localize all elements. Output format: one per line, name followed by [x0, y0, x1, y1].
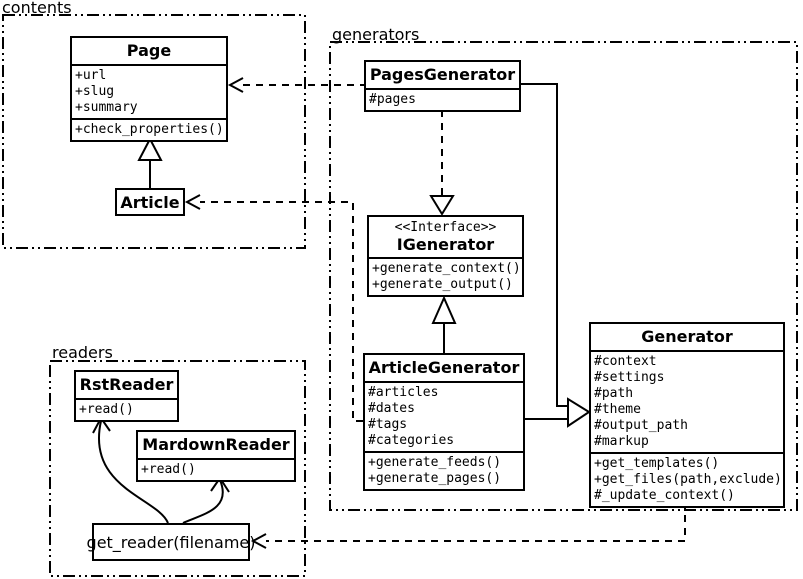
- articlegenerator-method: +generate_feeds(): [368, 455, 502, 470]
- class-articlegenerator-methods: +generate_feeds() +generate_pages(): [365, 453, 523, 489]
- class-igenerator-methods: +generate_context() +generate_output(): [369, 259, 522, 295]
- class-articlegenerator-attributes: #articles #dates #tags #categories: [365, 383, 523, 453]
- mardownreader-method: +read(): [141, 462, 196, 477]
- class-mardownreader-methods: +read(): [138, 460, 294, 480]
- generator-generalization-triangle-icon: [567, 397, 591, 428]
- generator-attr: #theme: [594, 402, 641, 417]
- generator-method: +get_files(path,exclude): [594, 472, 782, 487]
- page-attr: +slug: [75, 84, 115, 99]
- articlegenerator-attr: #tags: [368, 417, 408, 432]
- generator-attr: #markup: [594, 434, 649, 449]
- class-igenerator-header: <<Interface>> IGenerator: [369, 217, 522, 259]
- getreader-to-rstreader-line: [98, 420, 169, 524]
- class-igenerator: <<Interface>> IGenerator +generate_conte…: [367, 215, 524, 297]
- class-mardownreader: MardownReader +read(): [136, 430, 296, 482]
- class-pagesgenerator: PagesGenerator #pages: [364, 60, 521, 112]
- class-generator-attributes: #context #settings #path #theme #output_…: [591, 352, 783, 454]
- class-article-title: Article: [120, 193, 180, 212]
- class-generator-methods: +get_templates() +get_files(path,exclude…: [591, 454, 783, 506]
- articlegenerator-attr: #articles: [368, 385, 439, 400]
- articlegenerator-to-article-line: [200, 201, 363, 422]
- class-page-title: Page: [72, 38, 226, 66]
- page-attr: +url: [75, 68, 107, 83]
- generator-attr: #context: [594, 354, 657, 369]
- generator-to-getreader-arrowhead-icon: [250, 533, 267, 549]
- get-reader-box: get_reader(filename): [87, 523, 255, 561]
- class-mardownreader-title: MardownReader: [138, 432, 294, 460]
- class-pagesgenerator-title: PagesGenerator: [366, 62, 519, 90]
- generator-method: +get_templates(): [594, 456, 720, 471]
- class-igenerator-title: IGenerator: [396, 235, 495, 254]
- igenerator-method: +generate_context(): [372, 261, 521, 276]
- articlegenerator-to-article-arrowhead-icon: [184, 194, 201, 210]
- class-articlegenerator-title: ArticleGenerator: [365, 355, 523, 383]
- getreader-to-mardownreader-line: [182, 479, 224, 524]
- page-attr: +summary: [75, 100, 138, 115]
- pagesgenerator-attr: #pages: [369, 92, 416, 107]
- articlegenerator-attr: #categories: [368, 433, 455, 448]
- class-generator: Generator #context #settings #path #them…: [589, 322, 785, 508]
- pagesgenerator-to-generator-line: [521, 83, 569, 407]
- article-to-page-triangle-icon: [137, 136, 163, 161]
- pagesgenerator-to-page-arrowhead-icon: [227, 77, 244, 93]
- generators-package-border: [329, 41, 798, 511]
- generator-attr: #output_path: [594, 418, 688, 433]
- contents-package-border: [2, 14, 306, 249]
- generator-attr: #path: [594, 386, 634, 401]
- class-page-attributes: +url +slug +summary: [72, 66, 226, 120]
- class-page-methods: +check_properties(): [72, 120, 226, 140]
- articlegenerator-attr: #dates: [368, 401, 415, 416]
- readers-package-border: [49, 360, 306, 577]
- generator-attr: #settings: [594, 370, 665, 385]
- rstreader-method: +read(): [79, 402, 134, 417]
- class-rstreader-title: RstReader: [76, 372, 177, 400]
- generator-to-getreader-line: [266, 502, 686, 542]
- class-article: Article: [115, 188, 185, 216]
- contents-package-label: contents: [2, 0, 72, 17]
- class-pagesgenerator-attributes: #pages: [366, 90, 519, 110]
- pagesgenerator-to-igenerator-triangle-icon: [429, 195, 455, 216]
- readers-package-label: readers: [52, 343, 113, 362]
- class-generator-title: Generator: [591, 324, 783, 352]
- page-method: +check_properties(): [75, 122, 224, 137]
- articlegenerator-method: +generate_pages(): [368, 471, 502, 486]
- class-articlegenerator: ArticleGenerator #articles #dates #tags …: [363, 353, 525, 491]
- class-igenerator-stereotype: <<Interface>>: [394, 220, 497, 235]
- articlegenerator-to-igenerator-triangle-icon: [431, 295, 457, 324]
- generator-method: #_update_context(): [594, 488, 735, 503]
- class-rstreader: RstReader +read(): [74, 370, 179, 422]
- class-rstreader-methods: +read(): [76, 400, 177, 420]
- generators-package-label: generators: [332, 25, 420, 44]
- get-reader-label: get_reader(filename): [86, 532, 256, 552]
- igenerator-method: +generate_output(): [372, 277, 513, 292]
- class-page: Page +url +slug +summary +check_properti…: [70, 36, 228, 142]
